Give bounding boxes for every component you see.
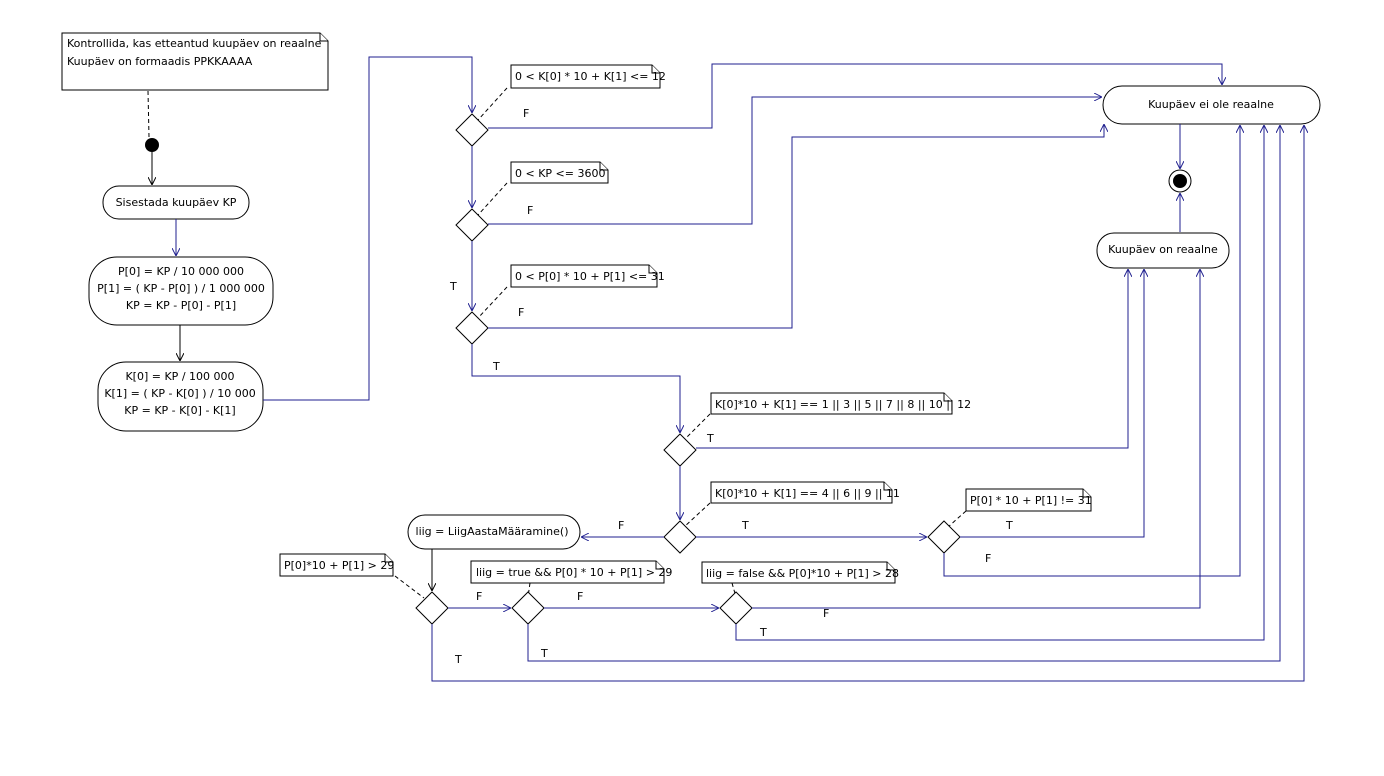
action-ei-ole-reaalne-text: Kuupäev ei ole reaalne bbox=[1148, 98, 1274, 111]
note-c7: P[0]*10 + P[1] > 29 bbox=[279, 553, 394, 577]
action-k-calc-line2: K[1] = ( KP - K[0] ) / 10 000 bbox=[104, 387, 255, 400]
guard-t3b: T bbox=[492, 360, 500, 373]
note-c3-text: 0 < P[0] * 10 + P[1] <= 31 bbox=[515, 270, 665, 283]
note-c4-text: K[0]*10 + K[1] == 1 || 3 || 5 || 7 || 8 … bbox=[715, 398, 971, 411]
action-k-calc-line3: KP = KP - K[0] - K[1] bbox=[124, 404, 235, 417]
decision-d4 bbox=[663, 433, 697, 467]
note-c6-text: P[0] * 10 + P[1] != 31 bbox=[970, 494, 1092, 507]
note-c2-text: 0 < KP <= 3600 bbox=[515, 167, 605, 180]
guard-t5: T bbox=[741, 519, 749, 532]
guard-f2: F bbox=[527, 204, 533, 217]
note-connectors bbox=[147, 87, 967, 599]
note-header-line2: Kuupäev on formaadis PPKKAAAA bbox=[67, 55, 253, 68]
decision-d8 bbox=[511, 591, 545, 625]
action-sisestada: Sisestada kuupäev KP bbox=[102, 185, 250, 220]
action-sisestada-text: Sisestada kuupäev KP bbox=[116, 196, 237, 209]
note-c3: 0 < P[0] * 10 + P[1] <= 31 bbox=[510, 264, 665, 288]
decision-d7 bbox=[415, 591, 449, 625]
guard-f6: F bbox=[985, 552, 991, 565]
guard-f5: F bbox=[618, 519, 624, 532]
note-header: Kontrollida, kas etteantud kuupäev on re… bbox=[61, 32, 329, 91]
note-c6: P[0] * 10 + P[1] != 31 bbox=[965, 488, 1092, 512]
note-header-line1: Kontrollida, kas etteantud kuupäev on re… bbox=[67, 37, 322, 50]
guard-t9: T bbox=[759, 626, 767, 639]
guard-t8: T bbox=[540, 647, 548, 660]
start-node bbox=[145, 138, 159, 152]
flow-edges bbox=[152, 56, 1304, 682]
action-k-calc: K[0] = KP / 100 000 K[1] = ( KP - K[0] )… bbox=[97, 361, 264, 432]
action-p-calc: P[0] = KP / 10 000 000 P[1] = ( KP - P[0… bbox=[88, 256, 274, 326]
action-liig: liig = LiigAastaMääramine() bbox=[407, 514, 581, 550]
note-c1-text: 0 < K[0] * 10 + K[1] <= 12 bbox=[515, 70, 666, 83]
note-c5-text: K[0]*10 + K[1] == 4 || 6 || 9 || 11 bbox=[715, 487, 900, 500]
guard-f1: F bbox=[523, 107, 529, 120]
note-c5: K[0]*10 + K[1] == 4 || 6 || 9 || 11 bbox=[710, 481, 900, 504]
note-c8-text: liig = true && P[0] * 10 + P[1] > 29 bbox=[476, 566, 672, 579]
guard-t4: T bbox=[706, 432, 714, 445]
action-p-calc-line2: P[1] = ( KP - P[0] ) / 1 000 000 bbox=[97, 282, 265, 295]
decision-d5 bbox=[663, 520, 697, 554]
action-p-calc-line3: KP = KP - P[0] - P[1] bbox=[126, 299, 236, 312]
guard-f7: F bbox=[476, 590, 482, 603]
action-k-calc-line1: K[0] = KP / 100 000 bbox=[125, 370, 234, 383]
action-liig-text: liig = LiigAastaMääramine() bbox=[416, 525, 569, 538]
action-on-reaalne-text: Kuupäev on reaalne bbox=[1108, 243, 1218, 256]
note-c2: 0 < KP <= 3600 bbox=[510, 161, 609, 184]
decision-d9 bbox=[719, 591, 753, 625]
end-node bbox=[1168, 169, 1192, 193]
guard-f9: F bbox=[823, 607, 829, 620]
decision-d2 bbox=[455, 208, 489, 242]
guard-t7: T bbox=[454, 653, 462, 666]
guard-t6: T bbox=[1005, 519, 1013, 532]
guard-f3: F bbox=[518, 306, 524, 319]
action-ei-ole-reaalne: Kuupäev ei ole reaalne bbox=[1102, 85, 1321, 125]
note-c7-text: P[0]*10 + P[1] > 29 bbox=[284, 559, 394, 572]
guard-f8: F bbox=[577, 590, 583, 603]
decision-d6 bbox=[927, 520, 961, 554]
decision-d3 bbox=[455, 311, 489, 345]
action-on-reaalne: Kuupäev on reaalne bbox=[1096, 232, 1230, 269]
decision-d1 bbox=[455, 113, 489, 147]
note-c9-text: liig = false && P[0]*10 + P[1] > 28 bbox=[706, 567, 899, 580]
note-c8: liig = true && P[0] * 10 + P[1] > 29 bbox=[470, 560, 672, 584]
guard-t3: T bbox=[449, 280, 457, 293]
note-c4: K[0]*10 + K[1] == 1 || 3 || 5 || 7 || 8 … bbox=[710, 392, 971, 415]
guard-labels: F F T F T T F T T F F T F T F T bbox=[449, 107, 1013, 666]
action-p-calc-line1: P[0] = KP / 10 000 000 bbox=[118, 265, 244, 278]
note-c9: liig = false && P[0]*10 + P[1] > 28 bbox=[701, 561, 899, 584]
note-c1: 0 < K[0] * 10 + K[1] <= 12 bbox=[510, 64, 666, 89]
